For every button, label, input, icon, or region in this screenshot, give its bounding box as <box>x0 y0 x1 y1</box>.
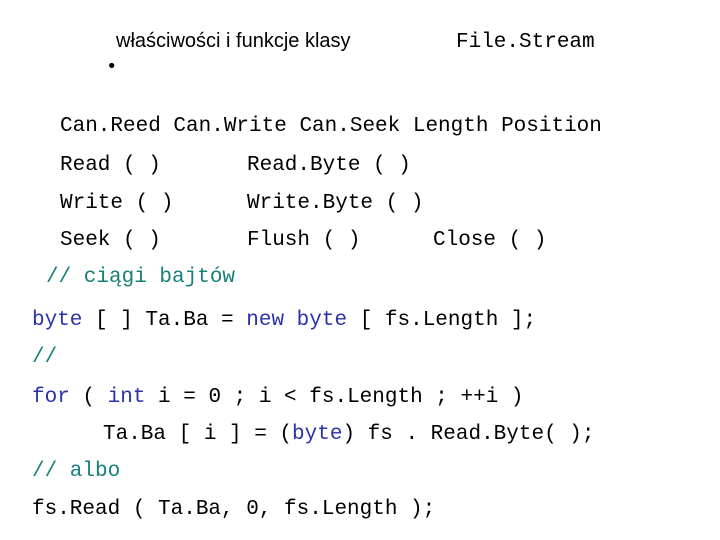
keyword-byte: byte <box>296 309 348 332</box>
code-line-assign: Ta.Ba [ i ] = (byte) fs . Read.Byte( ); <box>103 422 595 448</box>
heading-line: • właściwości i funkcje klasy File.Strea… <box>56 28 594 159</box>
heading-text: właściwości i funkcje klasy <box>116 30 351 52</box>
method-seek: Seek ( ) <box>60 229 161 252</box>
method-write: Write ( ) <box>60 192 174 215</box>
keyword-int: int <box>107 386 146 409</box>
code-line-array-decl: byte [ ] Ta.Ba = new byte [ fs.Length ]; <box>32 308 536 334</box>
code-fragment: ) fs . Read.Byte( ); <box>342 423 595 446</box>
keyword-byte: byte <box>32 309 83 332</box>
code-line-read: fs.Read ( Ta.Ba, 0, fs.Length ); <box>32 498 436 521</box>
keyword-for: for <box>32 386 70 409</box>
comment-byte-arrays: // ciągi bajtów <box>46 266 236 289</box>
keyword-new: new <box>246 309 285 332</box>
method-read: Read ( ) <box>60 154 161 177</box>
method-close: Close ( ) <box>433 229 547 252</box>
comment-empty: // <box>32 346 58 369</box>
code-fragment: i = 0 ; i < fs.Length ; ++i ) <box>145 386 524 409</box>
class-name: File.Stream <box>456 31 595 54</box>
method-flush: Flush ( ) <box>247 229 361 252</box>
code-line-for: for ( int i = 0 ; i < fs.Length ; ++i ) <box>32 385 524 411</box>
code-fragment: [ fs.Length ]; <box>347 309 537 332</box>
method-writebyte: Write.Byte ( ) <box>247 192 424 215</box>
bullet-icon: • <box>106 56 118 77</box>
code-fragment: Ta.Ba [ i ] = ( <box>103 423 293 446</box>
keyword-byte: byte <box>292 423 343 446</box>
properties-list: Can.Reed Can.Write Can.Seek Length Posit… <box>60 115 602 138</box>
code-fragment: [ ] Ta.Ba = <box>82 309 247 332</box>
comment-or: // albo <box>32 460 121 483</box>
method-readbyte: Read.Byte ( ) <box>247 154 411 177</box>
code-fragment: ( <box>69 386 108 409</box>
code-fragment <box>284 309 297 332</box>
